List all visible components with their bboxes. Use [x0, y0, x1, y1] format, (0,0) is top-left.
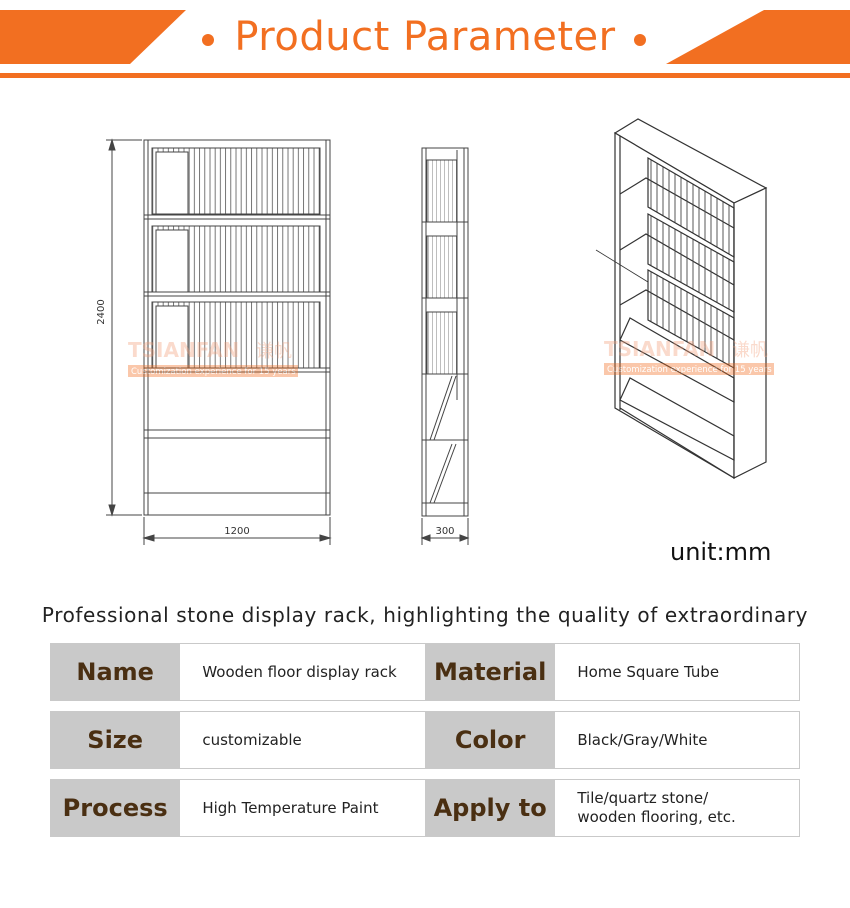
header-dot-right [634, 34, 646, 46]
table-row: Process High Temperature Paint Apply to … [50, 779, 800, 837]
param-label: Color [424, 711, 556, 769]
technical-drawing: 2400 1200 300 [96, 118, 774, 545]
param-value: High Temperature Paint [180, 779, 425, 837]
param-value-multiline: Tile/quartz stone/ wooden flooring, etc. [555, 779, 800, 837]
param-label: Material [424, 643, 556, 701]
isometric-view [595, 118, 768, 480]
header-decoration [0, 10, 850, 78]
header-left-wedge [0, 10, 186, 64]
width-dimension-label: 1200 [224, 526, 249, 537]
param-value: customizable [180, 711, 425, 769]
param-value-line: Tile/quartz stone/ [577, 789, 709, 807]
header-right-wedge [666, 10, 850, 64]
watermark-cjk: 谦帆 [256, 341, 292, 362]
header-banner: Product Parameter [0, 0, 850, 80]
header-dot-left [202, 34, 214, 46]
watermark-brand: TSIANFAN [128, 338, 239, 362]
front-view [106, 138, 332, 545]
watermark-slogan: Customization experience for 15 years [607, 365, 772, 375]
page-title: Product Parameter [234, 14, 616, 60]
watermark-left: TSIANFAN 谦帆 Customization experience for… [128, 338, 298, 377]
param-value: Home Square Tube [555, 643, 800, 701]
watermark-right: TSIANFAN 谦帆 Customization experience for… [604, 337, 774, 375]
param-value: Wooden floor display rack [180, 643, 425, 701]
side-view [420, 147, 470, 545]
param-label: Size [50, 711, 181, 769]
watermark-cjk: 谦帆 [732, 340, 768, 361]
param-label: Apply to [424, 779, 556, 837]
watermark-brand: TSIANFAN [604, 337, 715, 361]
header-underline [0, 73, 850, 78]
watermark-slogan: Customization experience for 15 years [131, 367, 296, 377]
table-row: Name Wooden floor display rack Material … [50, 643, 800, 701]
param-value: Black/Gray/White [555, 711, 800, 769]
height-dimension-label: 2400 [96, 299, 107, 324]
tagline: Professional stone display rack, highlig… [41, 603, 809, 627]
param-label: Name [50, 643, 181, 701]
param-value-line: wooden flooring, etc. [577, 808, 736, 826]
depth-dimension-label: 300 [435, 526, 454, 537]
table-row: Size customizable Color Black/Gray/White [50, 711, 800, 769]
param-label: Process [50, 779, 181, 837]
unit-label: unit:mm [670, 538, 772, 566]
parameter-table: Name Wooden floor display rack Material … [50, 633, 800, 847]
